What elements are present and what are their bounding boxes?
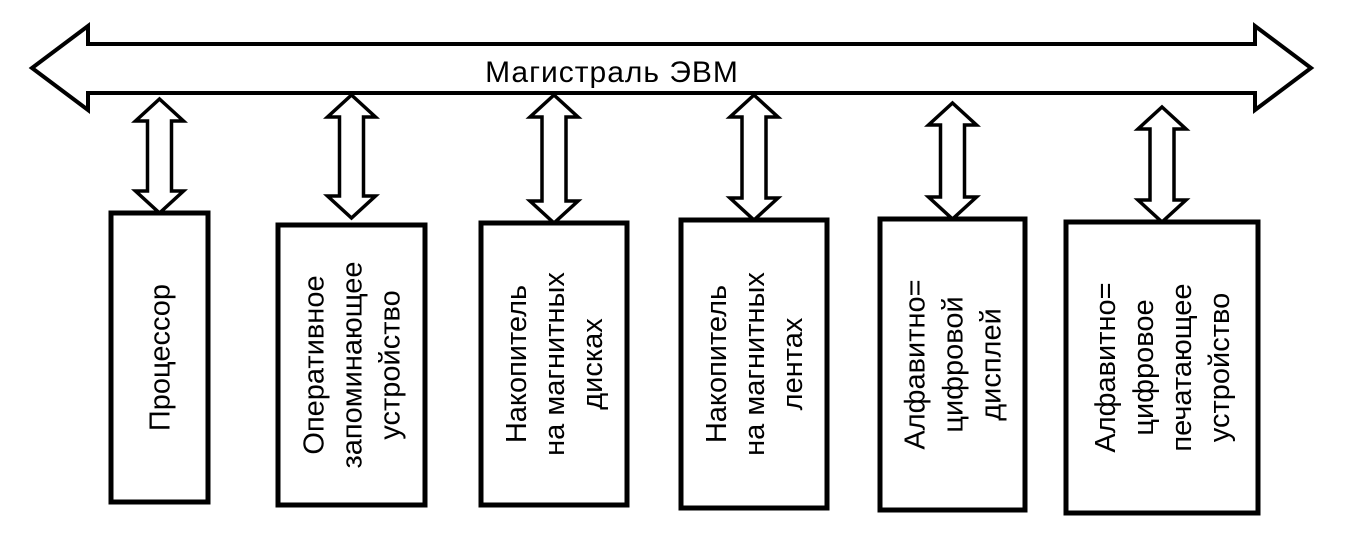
- device-label-line: дисплей: [976, 308, 1008, 421]
- device-box-frame: [877, 216, 1028, 513]
- device-box-frame: [275, 222, 428, 508]
- device-box-1: Процессор: [108, 210, 211, 505]
- device-label-line: печатающее: [1166, 283, 1198, 451]
- connectors: [131, 92, 1191, 226]
- connector-arrow-4: [725, 92, 783, 223]
- device-label-line: устройство: [375, 290, 407, 439]
- connector-arrow-2: [323, 92, 380, 221]
- device-label-line: Накопитель: [501, 285, 533, 443]
- device-box-frame: [678, 217, 830, 511]
- device-label-line: запоминающее: [337, 261, 369, 468]
- bus-label: Магистраль ЭВМ: [485, 56, 739, 89]
- device-label-line: цифровое: [1128, 299, 1160, 435]
- connector-arrow-5: [924, 100, 981, 222]
- device-label-line: на магнитных: [539, 272, 571, 456]
- device-box-frame: [1063, 219, 1261, 516]
- device-label-line: устройство: [1204, 293, 1236, 442]
- connector-arrow-3: [525, 92, 583, 226]
- device-label-line: Накопитель: [701, 285, 733, 443]
- device-label-line: Алфавитно=: [1090, 282, 1122, 452]
- device-label-line: лентах: [777, 317, 809, 410]
- connector-arrow-6: [1133, 104, 1191, 225]
- device-label-line: дисках: [577, 318, 609, 410]
- device-label-line: Оперативное: [299, 275, 331, 454]
- device-label-line: Процессор: [145, 284, 177, 431]
- device-label-line: цифровой: [938, 296, 970, 432]
- connector-arrow-1: [131, 96, 188, 216]
- device-box-frame: [108, 210, 211, 505]
- device-label-line: Алфавитно=: [900, 279, 932, 449]
- device-label-line: на магнитных: [739, 272, 771, 456]
- bus-arrow: [28, 22, 1315, 114]
- device-box-frame: [478, 220, 630, 508]
